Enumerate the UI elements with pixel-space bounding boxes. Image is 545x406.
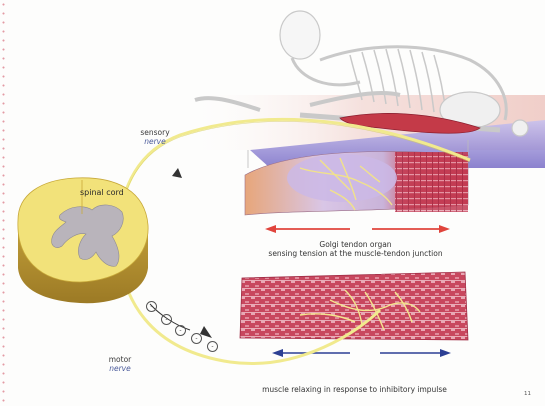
- golgi-caption-line2: sensing tension at the muscle-tendon jun…: [238, 249, 473, 258]
- page-number: 11: [524, 391, 531, 397]
- tension-arrows: [265, 225, 450, 233]
- motor-label-line2: nerve: [95, 364, 145, 373]
- sensory-label-line2: nerve: [130, 137, 180, 146]
- golgi-caption-line1: Golgi tendon organ: [238, 240, 473, 249]
- sensory-label-line1: sensory: [130, 128, 180, 137]
- spinal-cord-label: spinal cord: [80, 188, 124, 197]
- impulse-sign-2: -: [161, 306, 172, 325]
- impulse-sign-1: -: [146, 293, 157, 312]
- sensory-arrowhead: [172, 168, 182, 178]
- motor-label-line1: motor: [95, 355, 145, 364]
- impulse-sign-4: -: [191, 325, 202, 344]
- impulse-sign-3: -: [175, 317, 186, 336]
- motor-nerve-label: motor nerve: [95, 355, 145, 373]
- golgi-caption: Golgi tendon organ sensing tension at th…: [238, 240, 473, 258]
- impulse-sign-5: -: [207, 333, 218, 352]
- relax-caption: muscle relaxing in response to inhibitor…: [232, 385, 477, 394]
- sensory-nerve-label: sensory nerve: [130, 128, 180, 146]
